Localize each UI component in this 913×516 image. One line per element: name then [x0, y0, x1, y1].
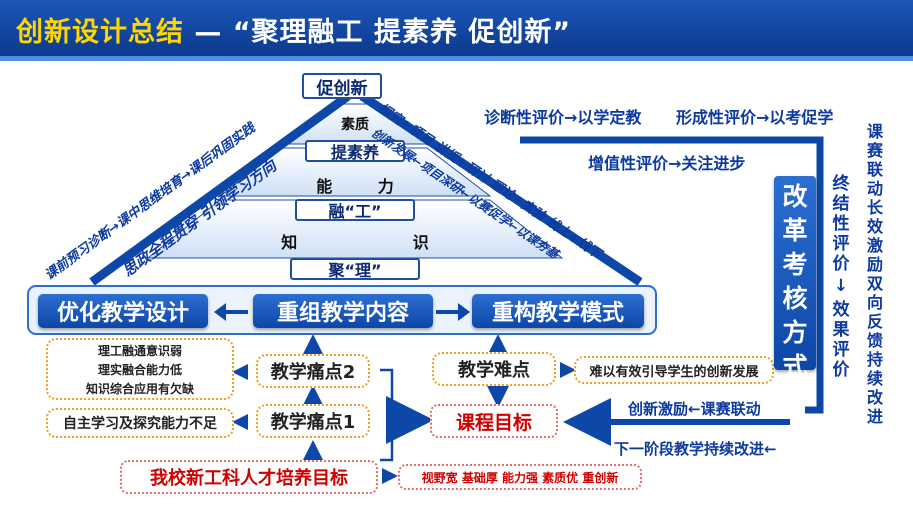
pyramid-level3-box: 聚“理”	[290, 258, 420, 280]
pyramid-level2-box: 融“工”	[295, 199, 415, 221]
title-dash: —	[194, 17, 223, 48]
reorganize-content-box: 重组教学内容	[253, 294, 433, 328]
summative-eval-text: 终结性评价	[832, 174, 850, 274]
title-stripe	[0, 56, 913, 61]
title-subtitle: “聚理融工 提素养 促创新”	[232, 17, 572, 48]
arrow-row-left	[214, 303, 248, 321]
course-goal-box: 课程目标	[430, 404, 558, 438]
formative-eval-text: 形成性评价→以考促学	[676, 108, 834, 127]
rebuild-mode-box: 重构教学模式	[472, 294, 644, 328]
pain2-item: 理实融合能力低	[97, 363, 182, 377]
summative-arrow: ↓	[833, 276, 849, 296]
difficulty-desc: 难以有效引导学生的创新发展	[574, 356, 774, 384]
pyramid-level2-label: 能 力	[316, 177, 394, 196]
eval-frame-line	[520, 136, 824, 414]
diagnostic-eval-text: 诊断性评价→以学定教	[484, 108, 642, 127]
value-added-eval-text: 增值性评价→关注进步	[588, 154, 746, 173]
pain1-desc: 自主学习及探究能力不足	[46, 408, 234, 438]
pain2-item: 知识综合应用有欠缺	[85, 382, 194, 396]
pyramid-left-slope	[89, 92, 351, 286]
pyramid-top: 促创新	[302, 73, 382, 99]
optimize-design-box: 优化教学设计	[38, 294, 208, 328]
innovation-incentive-text: 创新激励←课赛联动	[628, 400, 761, 418]
next-stage-text: 下一阶段教学持续改进←	[614, 440, 777, 458]
arrow-row-right	[436, 303, 470, 321]
pain2-desc: 理工融通意识弱 理实融合能力低 知识综合应用有欠缺	[46, 338, 234, 400]
reform-assessment-text: 改革考核方式	[782, 182, 808, 381]
pyramid-right-slope	[359, 92, 643, 286]
pain-bracket	[380, 368, 394, 462]
pyramid-level3-label: 知 识	[281, 233, 429, 252]
pain2-box: 教学痛点2	[256, 354, 370, 388]
difficulty-box: 教学难点	[432, 352, 556, 386]
pyramid-level1-label: 素质	[341, 117, 369, 133]
effect-eval-text: 效果评价	[832, 300, 850, 380]
pain1-box: 教学痛点1	[256, 404, 370, 438]
pain2-item: 理工融通意识弱	[97, 344, 182, 358]
talent-traits-box: 视野宽 基础厚 能力强 素质优 重创新	[398, 464, 642, 490]
title-main: 创新设计总结	[16, 17, 184, 48]
pyramid-level1-box: 提素养	[305, 140, 405, 162]
talent-goal-box: 我校新工科人才培养目标	[120, 460, 378, 494]
feedback-text: 课赛联动长效激励 双向反馈持续改进	[866, 122, 883, 426]
page-title: 创新设计总结 — “聚理融工 提素养 促创新”	[16, 10, 571, 49]
reform-assessment-box: 改革考核方式	[774, 176, 816, 381]
title-bar: 创新设计总结 — “聚理融工 提素养 促创新”	[0, 0, 913, 61]
